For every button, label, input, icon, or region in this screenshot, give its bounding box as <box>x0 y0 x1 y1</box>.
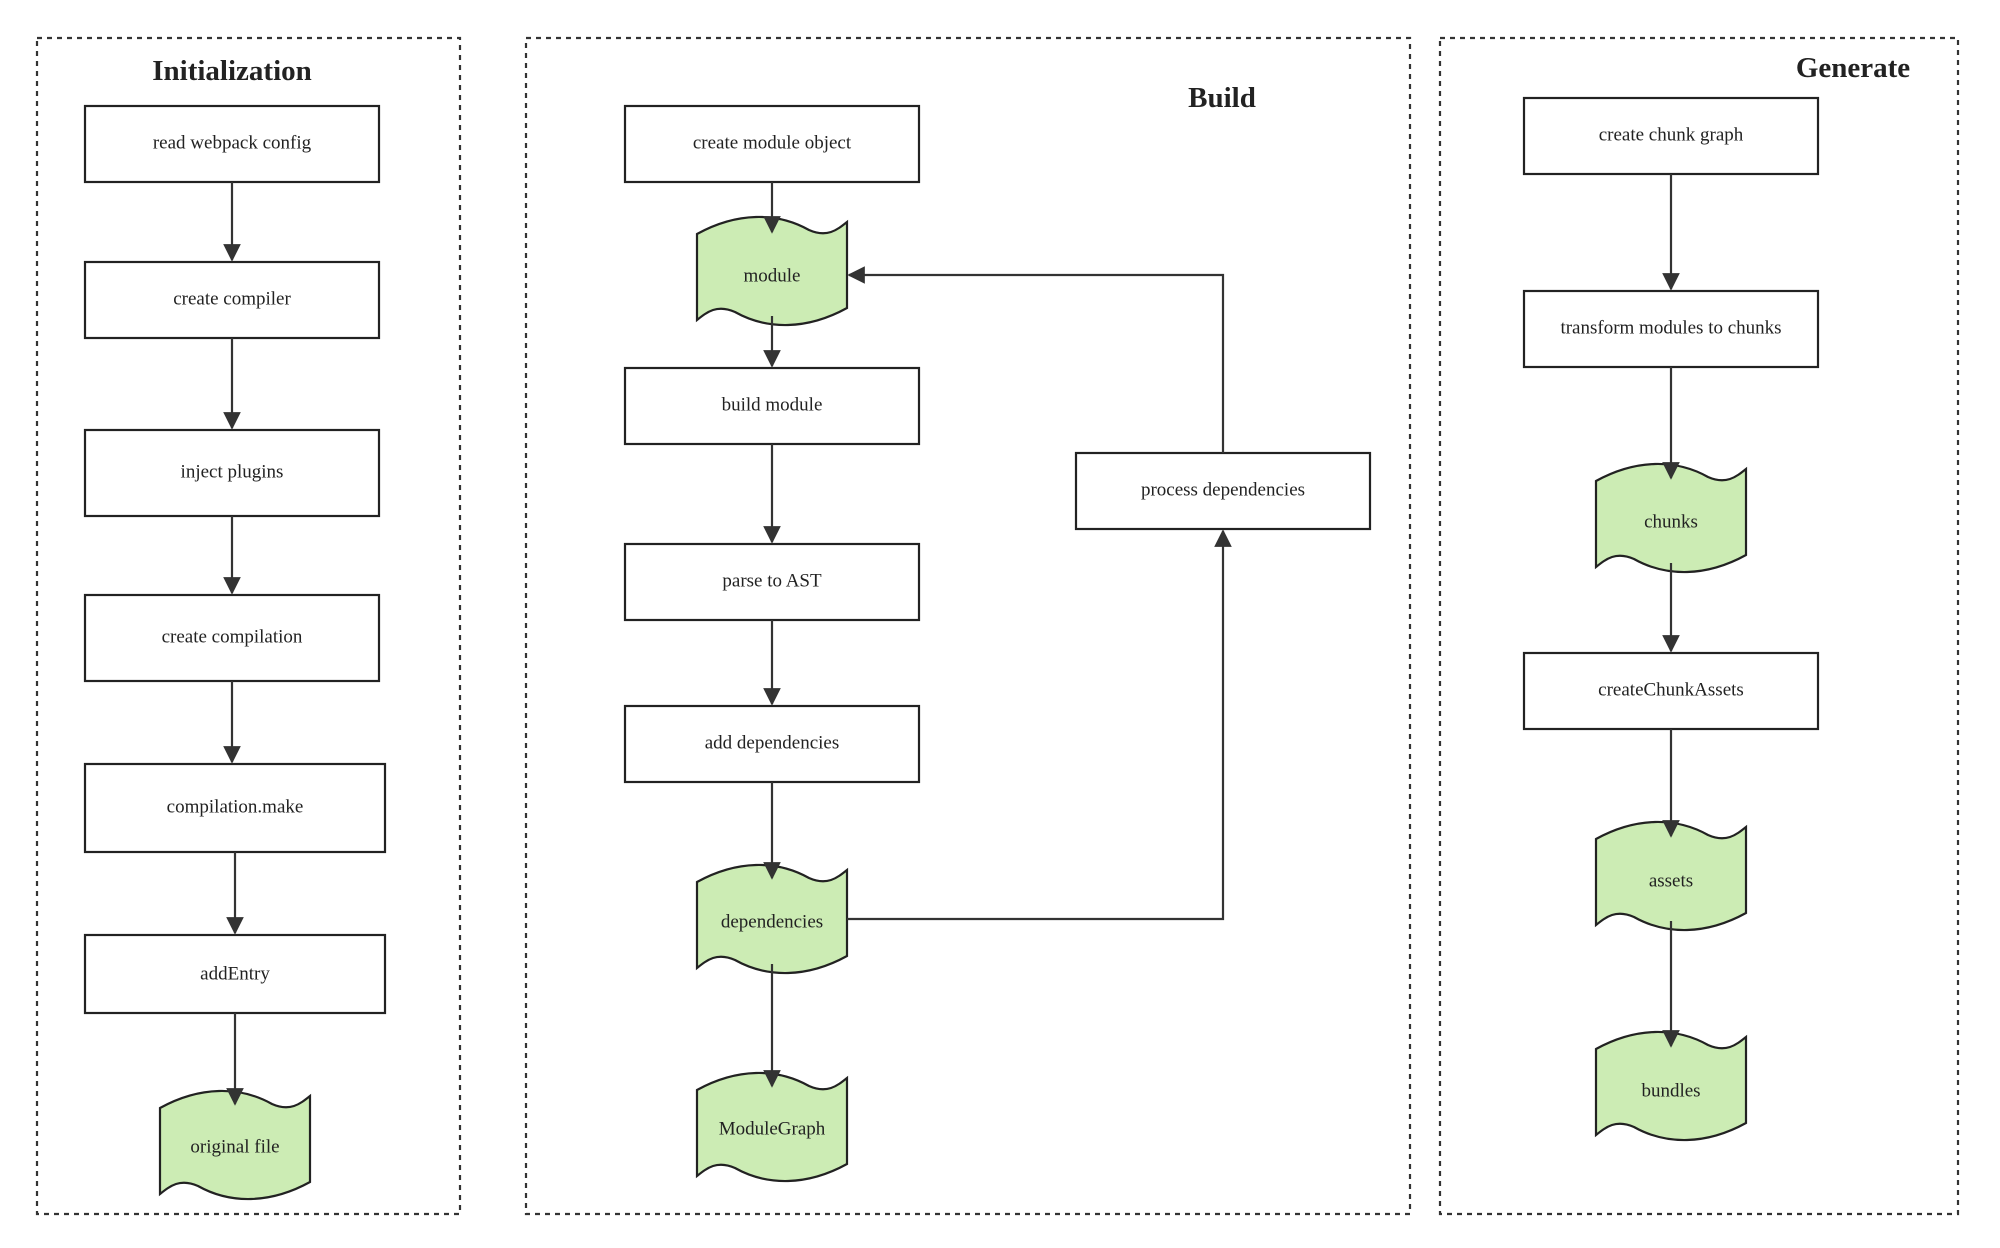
build-module-node: build module <box>623 366 921 446</box>
original-file-label: original file <box>190 1136 279 1157</box>
add-dependencies-label: add dependencies <box>705 732 840 753</box>
process-dependencies-node: process dependencies <box>1074 451 1372 531</box>
generate-group-frame <box>1438 36 1960 1216</box>
create-module-object-label: create module object <box>693 132 852 153</box>
inject-plugins-label: inject plugins <box>181 461 284 482</box>
read-webpack-config-node: read webpack config <box>83 104 381 184</box>
bundles-label: bundles <box>1641 1080 1700 1101</box>
edge-process-to-module <box>847 266 1225 453</box>
create-module-object-node: create module object <box>623 104 921 184</box>
assets-data-node: assets <box>1594 820 1748 932</box>
generate-title: Generate <box>1796 52 1910 84</box>
create-compiler-node: create compiler <box>83 260 381 340</box>
initialization-title: Initialization <box>152 55 312 87</box>
create-chunk-assets-node: createChunkAssets <box>1522 651 1820 731</box>
create-compilation-label: create compilation <box>162 626 303 647</box>
edge-dependencies-to-process <box>847 529 1232 921</box>
dependencies-data-node: dependencies <box>695 863 849 975</box>
compilation-make-label: compilation.make <box>167 796 304 817</box>
create-chunk-assets-label: createChunkAssets <box>1598 679 1744 700</box>
read-webpack-config-label: read webpack config <box>153 132 312 153</box>
parse-to-ast-label: parse to AST <box>722 570 822 591</box>
compilation-make-node: compilation.make <box>83 762 387 854</box>
chunks-label: chunks <box>1644 511 1698 532</box>
add-dependencies-node: add dependencies <box>623 704 921 784</box>
initialization-group-frame <box>35 36 462 1216</box>
create-chunk-graph-label: create chunk graph <box>1599 124 1744 145</box>
original-file-data-node: original file <box>158 1089 312 1201</box>
module-graph-label: ModuleGraph <box>719 1118 826 1139</box>
build-module-label: build module <box>722 394 823 415</box>
create-compiler-label: create compiler <box>173 288 291 309</box>
module-graph-data-node: ModuleGraph <box>695 1071 849 1183</box>
dependencies-label: dependencies <box>721 911 823 932</box>
transform-modules-label: transform modules to chunks <box>1560 317 1781 338</box>
inject-plugins-node: inject plugins <box>83 428 381 518</box>
create-compilation-node: create compilation <box>83 593 381 683</box>
process-dependencies-label: process dependencies <box>1141 479 1305 500</box>
chunks-data-node: chunks <box>1594 462 1748 574</box>
build-title: Build <box>1188 82 1256 114</box>
build-group-frame <box>524 36 1412 1216</box>
add-entry-node: addEntry <box>83 933 387 1015</box>
add-entry-label: addEntry <box>200 963 270 984</box>
module-label: module <box>744 265 801 286</box>
module-data-node: module <box>695 215 849 327</box>
parse-to-ast-node: parse to AST <box>623 542 921 622</box>
create-chunk-graph-node: create chunk graph <box>1522 96 1820 176</box>
bundles-data-node: bundles <box>1594 1030 1748 1142</box>
transform-modules-node: transform modules to chunks <box>1522 289 1820 369</box>
assets-label: assets <box>1649 870 1693 891</box>
